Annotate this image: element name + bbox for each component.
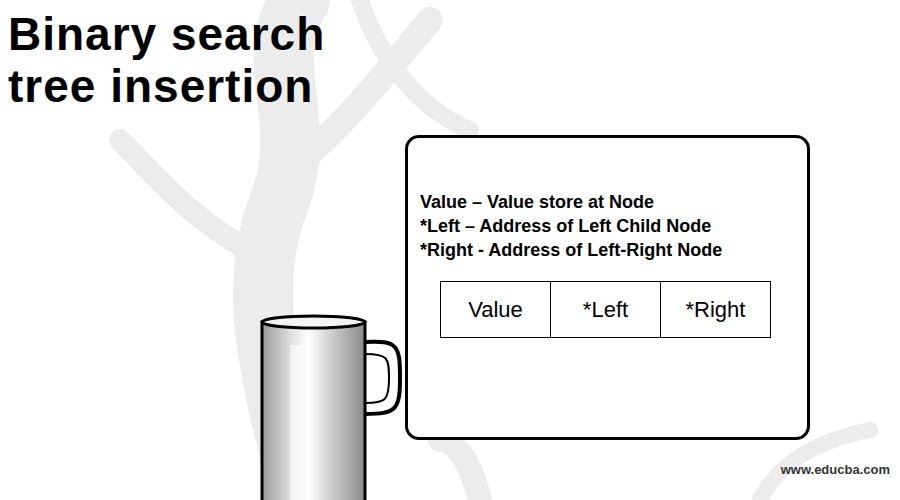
field-box: *Left <box>550 281 661 338</box>
field-box: *Right <box>660 281 771 338</box>
definition-line: *Left – Address of Left Child Node <box>420 214 799 238</box>
field-label: *Right <box>686 297 746 323</box>
definition-line: *Right - Address of Left-Right Node <box>420 238 799 262</box>
screen-panel: Value – Value store at Node*Left – Addre… <box>405 135 810 440</box>
watermark: www.educba.com <box>781 462 890 477</box>
mug-icon <box>262 316 400 500</box>
definition-line: Value – Value store at Node <box>420 190 799 214</box>
page-title: Binary search tree insertion <box>8 8 368 112</box>
definition-list: Value – Value store at Node*Left – Addre… <box>420 190 799 262</box>
field-label: *Left <box>583 297 628 323</box>
field-box: Value <box>440 281 551 338</box>
field-label: Value <box>468 297 523 323</box>
